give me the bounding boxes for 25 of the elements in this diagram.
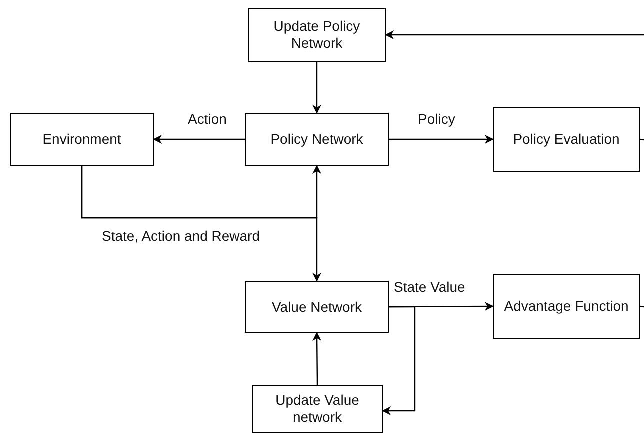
arrow [312,332,322,385]
arrow [389,135,494,144]
process-box [10,113,154,166]
arrow [81,166,322,282]
process-box [493,274,640,339]
arrow [312,62,322,114]
edge-label: State, Action and Reward [101,228,261,245]
process-box [245,281,389,333]
process-box [248,8,386,62]
process-box [252,385,383,433]
node-label: Update Policy Network [272,18,362,52]
connector-line [640,306,644,308]
process-box [493,107,640,172]
node-label: Policy Evaluation [513,131,620,148]
node-label: Value Network [272,298,362,316]
arrow [382,306,416,416]
node-label: Environment [42,131,122,148]
node-label: Update Value network [274,392,360,426]
edge-label: Policy [417,111,456,128]
node-label: Advantage Function [504,298,629,315]
process-box [245,113,389,166]
connector-line [640,138,644,141]
arrow [153,135,245,144]
node-label: Policy Network [270,131,364,148]
arrow [385,30,644,40]
